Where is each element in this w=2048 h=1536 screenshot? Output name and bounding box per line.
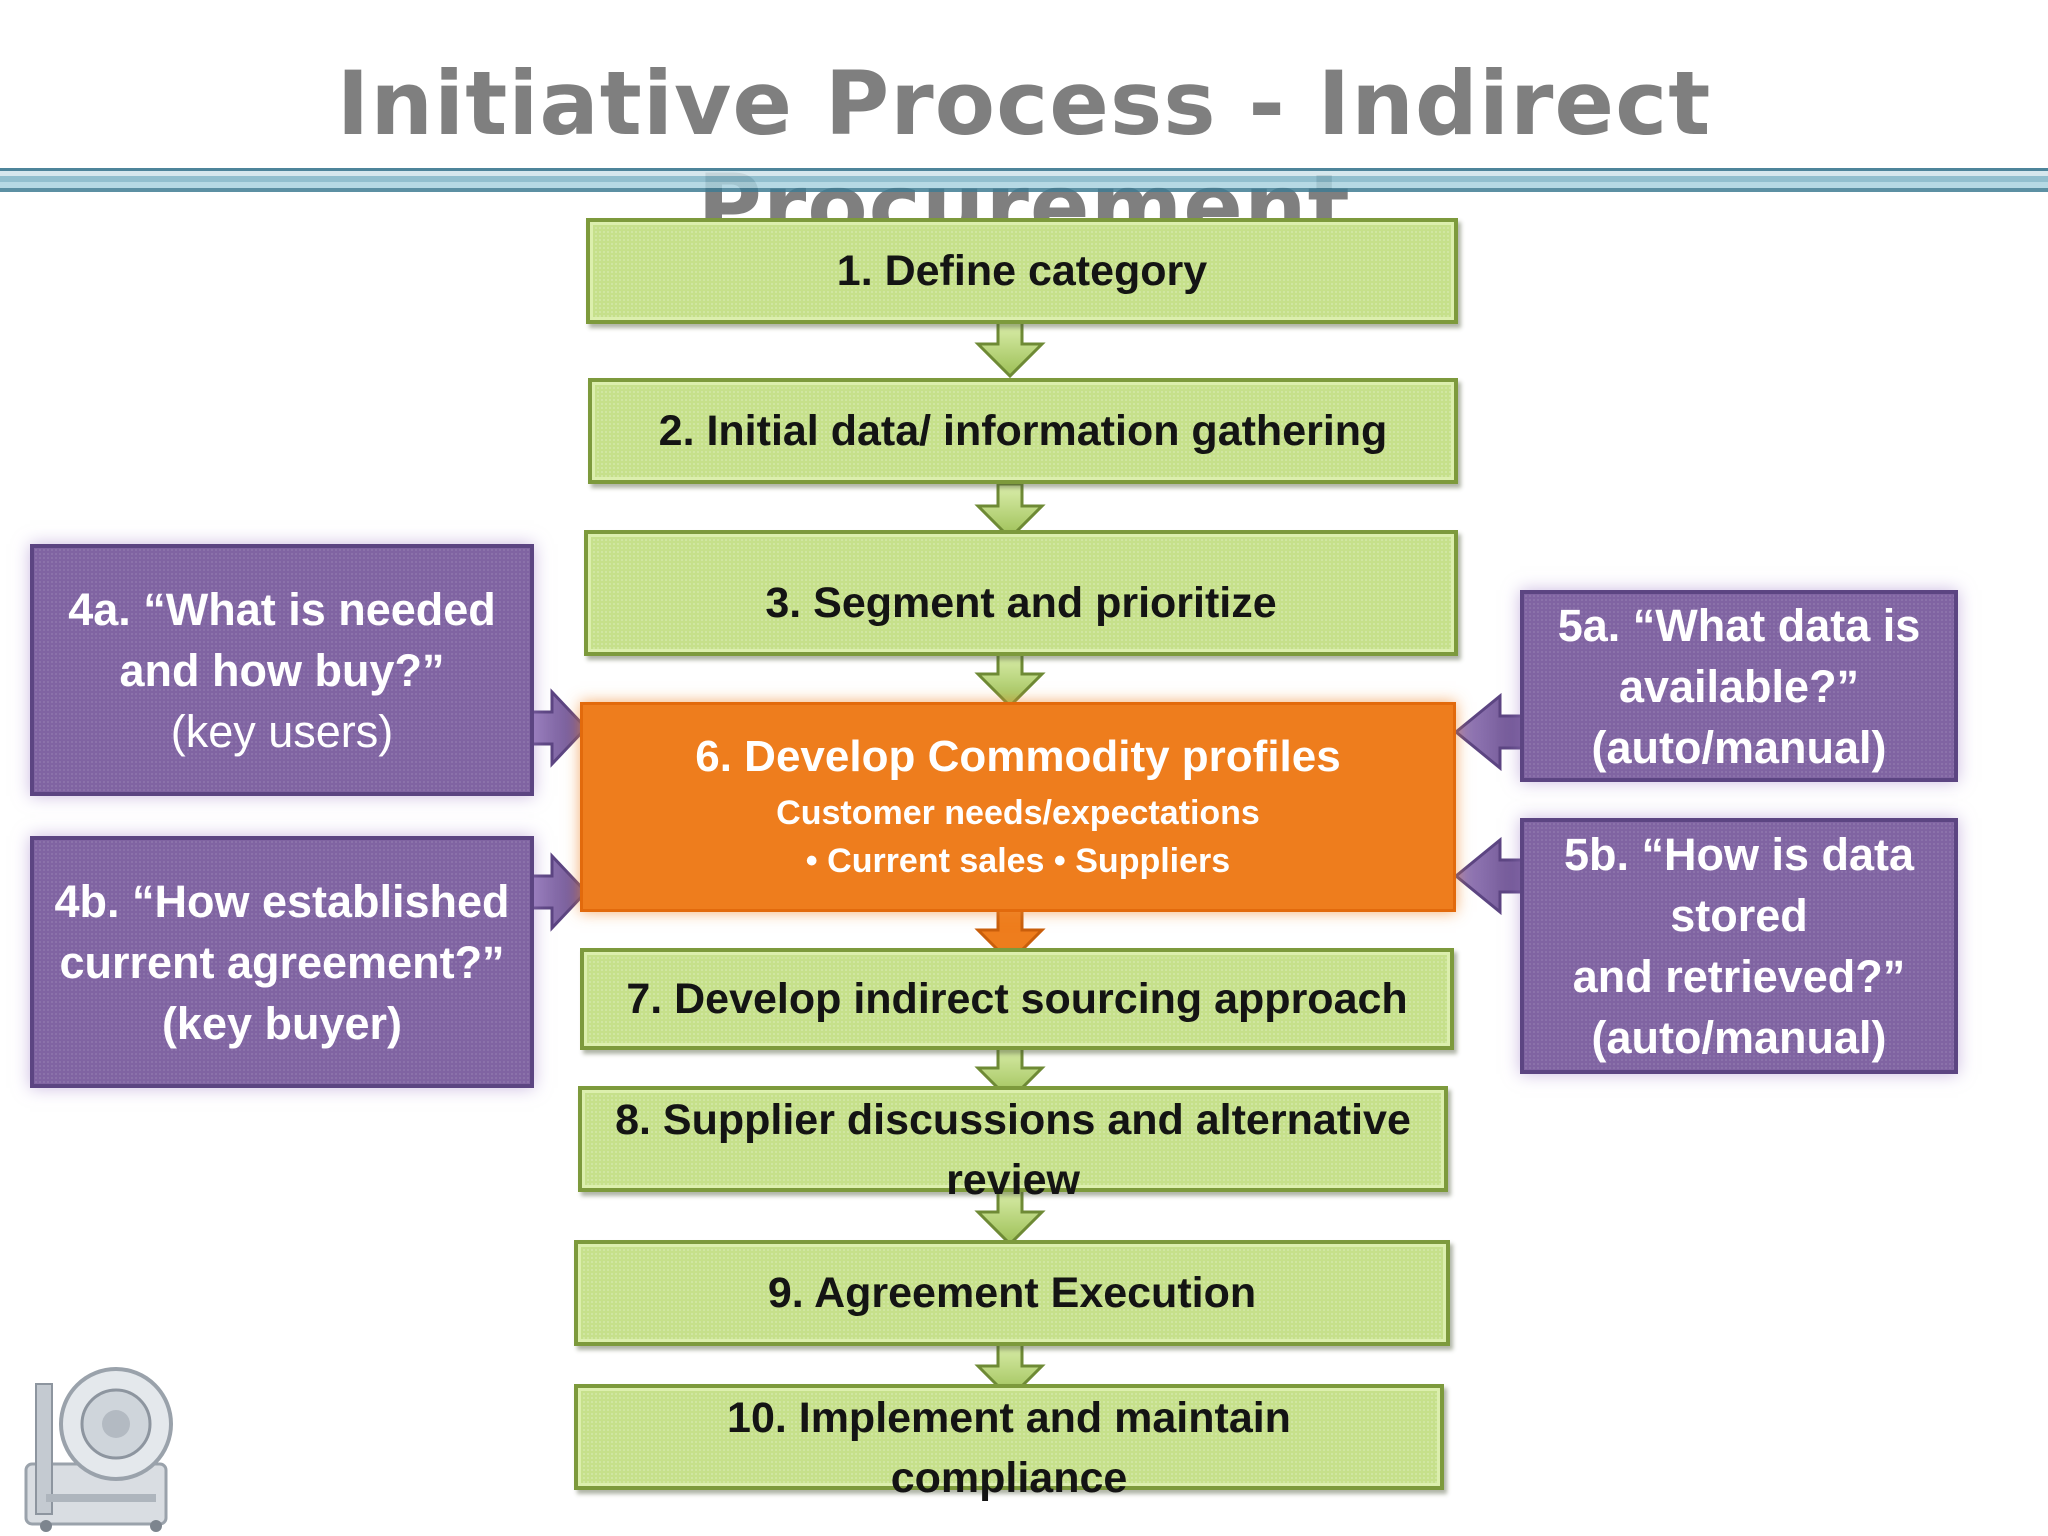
input-5b-line4: (auto/manual) xyxy=(1591,1012,1887,1063)
input-4b-line1: 4b. “How established xyxy=(54,875,510,927)
input-5b-box: 5b. “How is data stored and retrieved?” … xyxy=(1520,818,1958,1074)
step-8-label: 8. Supplier discussions and alternative … xyxy=(615,1096,1411,1204)
input-4b-line3: (key buyer) xyxy=(161,997,403,1049)
right-arrow-icon xyxy=(528,688,589,768)
right-arrow-icon xyxy=(528,852,589,932)
input-4b-line2: current agreement?” xyxy=(59,936,505,988)
input-5a-line2: available?” xyxy=(1618,660,1860,712)
down-arrow-icon xyxy=(974,1340,1046,1401)
step-1-label: 1. Define category xyxy=(836,247,1208,295)
step-2-label: 2. Initial data/ information gathering xyxy=(658,407,1388,455)
left-arrow-icon xyxy=(1453,692,1524,772)
step-10-label: 10. Implement and maintain compliance xyxy=(727,1394,1291,1502)
step-6-central-box: 6. Develop Commodity profiles Customer n… xyxy=(580,702,1456,912)
input-5b-line2: stored xyxy=(1670,890,1808,941)
step-3-box: 3. Segment and prioritize xyxy=(584,530,1458,656)
down-arrow-icon xyxy=(974,1186,1046,1247)
step-1-box: 1. Define category xyxy=(586,218,1458,324)
title-divider xyxy=(0,168,2048,192)
step-6-title: 6. Develop Commodity profiles xyxy=(695,732,1341,781)
input-4a-line3: (key users) xyxy=(170,705,394,757)
input-4a-line1: 4a. “What is needed xyxy=(68,583,496,635)
step-8-box: 8. Supplier discussions and alternative … xyxy=(578,1086,1448,1204)
step-9-label: 9. Agreement Execution xyxy=(767,1269,1257,1317)
step-2-box: 2. Initial data/ information gathering xyxy=(588,378,1458,484)
down-arrow-icon xyxy=(974,320,1046,379)
input-5a-line1: 5a. “What data is xyxy=(1557,599,1921,651)
input-5a-line3: (auto/manual) xyxy=(1591,721,1887,773)
step-3-label: 3. Segment and prioritize xyxy=(765,579,1277,627)
down-arrow-icon xyxy=(974,650,1046,709)
input-5a-box: 5a. “What data is available?” (auto/manu… xyxy=(1520,590,1958,782)
step-7-box: 7. Develop indirect sourcing approach xyxy=(580,948,1454,1050)
step-10-box: 10. Implement and maintain compliance xyxy=(574,1384,1444,1502)
left-arrow-icon xyxy=(1453,836,1524,916)
step-7-label: 7. Develop indirect sourcing approach xyxy=(626,975,1408,1023)
down-arrow-icon xyxy=(974,482,1046,541)
machine-illustration xyxy=(24,1367,173,1532)
input-5b-line1: 5b. “How is data xyxy=(1563,829,1915,880)
input-5b-line3: and retrieved?” xyxy=(1572,951,1906,1002)
step-9-box: 9. Agreement Execution xyxy=(574,1240,1450,1346)
step-6-subtitle-line2: • Current sales • Suppliers xyxy=(805,842,1231,880)
step-6-subtitle-line1: Customer needs/expectations xyxy=(776,794,1260,832)
input-4a-box: 4a. “What is needed and how buy?” (key u… xyxy=(30,544,534,796)
input-4a-line2: and how buy?” xyxy=(119,644,445,696)
input-4b-box: 4b. “How established current agreement?”… xyxy=(30,836,534,1088)
